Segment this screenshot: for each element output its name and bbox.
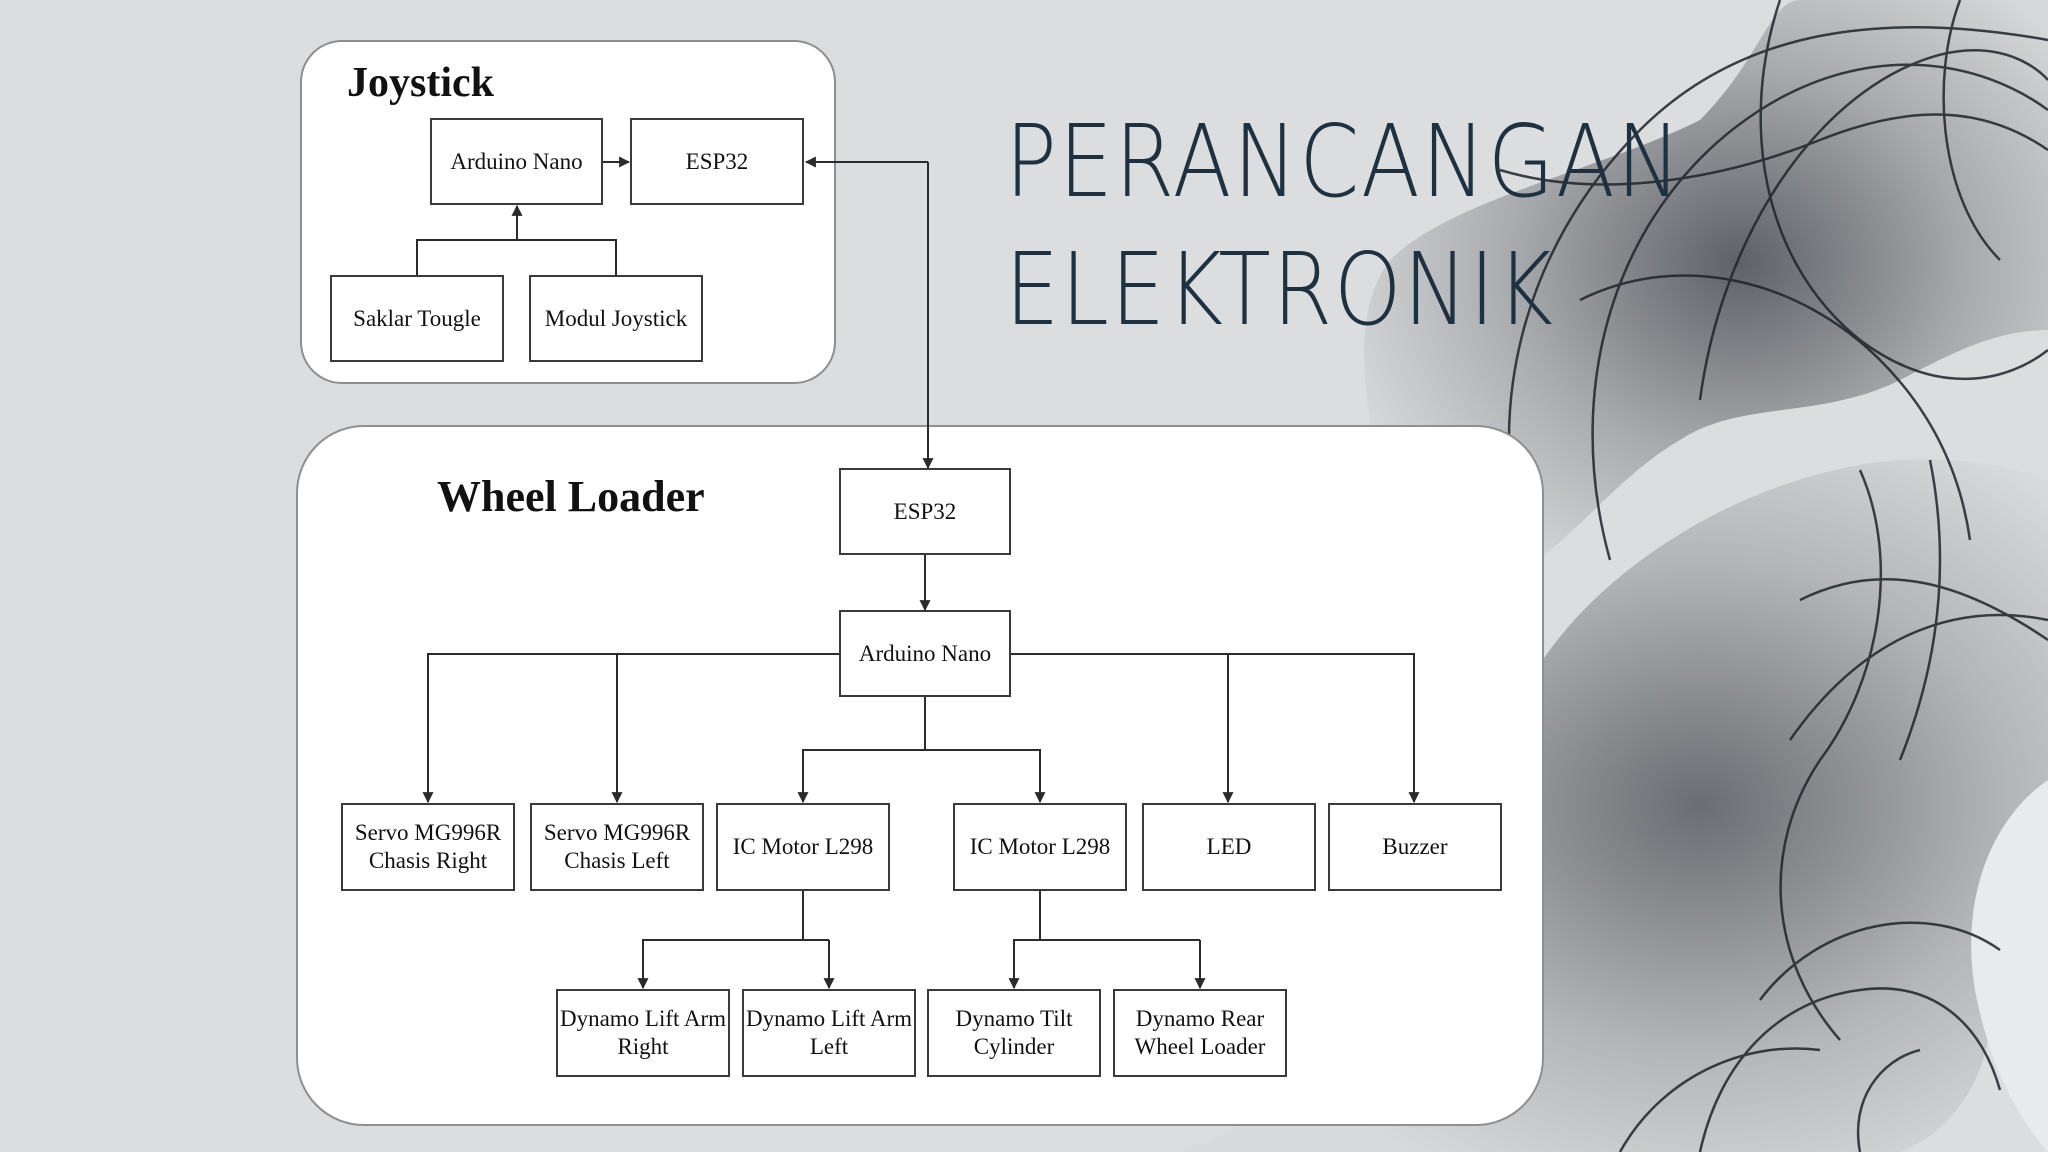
dynamo-tilt-cylinder-line-2: Cylinder (973, 1034, 1055, 1059)
modul-joystick-label: Modul Joystick (544, 305, 688, 331)
slide-title: PERANCANGAN ELEKTRONIK (1005, 98, 1683, 354)
grey-blob-top (1364, 0, 2048, 584)
dynamo-lift-arm-right-block: Dynamo Lift Arm Right (556, 989, 730, 1077)
modul-joystick-block: Modul Joystick (529, 275, 703, 362)
dynamo-rear-wheel-loader-line-1: Dynamo Rear (1135, 1006, 1265, 1031)
arrow-to-ic-motor-1 (797, 749, 1040, 804)
joystick-panel-title: Joystick (347, 60, 494, 106)
saklar-tougle-block: Saklar Tougle (330, 275, 504, 362)
buzzer-block: Buzzer (1328, 803, 1502, 891)
line-art-strokes (1499, 0, 2048, 1152)
led-label: LED (1206, 834, 1252, 859)
arrow-nano-to-led (1010, 653, 1420, 804)
ic-motor-l298-block-2: IC Motor L298 (953, 803, 1127, 891)
ic-motor-l298-block-1: IC Motor L298 (716, 803, 890, 891)
servo-chasis-right-line-1: Servo MG996R (354, 820, 502, 845)
dynamo-lift-arm-left-line-2: Left (809, 1034, 849, 1059)
dynamo-tilt-cylinder-block: Dynamo Tilt Cylinder (927, 989, 1101, 1077)
wheel-loader-panel-title: Wheel Loader (437, 472, 705, 521)
buzzer-label: Buzzer (1382, 834, 1448, 859)
grey-blob-bottom (1180, 459, 2048, 1152)
dynamo-rear-wheel-loader-block: Dynamo Rear Wheel Loader (1113, 989, 1287, 1077)
dynamo-lift-arm-left-line-1: Dynamo Lift Arm (745, 1006, 913, 1031)
arrow-nano-to-servo-right (422, 653, 840, 804)
servo-chasis-right-line-2: Chasis Right (368, 848, 488, 873)
joystick-arduino-nano-block: Arduino Nano (430, 118, 603, 205)
wheel-loader-arduino-nano-block: Arduino Nano (839, 610, 1011, 697)
saklar-tougle-label: Saklar Tougle (353, 305, 481, 331)
dynamo-rear-wheel-loader-line-2: Wheel Loader (1134, 1034, 1266, 1059)
dynamo-lift-arm-right-line-2: Right (617, 1034, 669, 1059)
ic-motor-l298-label-1: IC Motor L298 (732, 834, 874, 859)
white-arc (1971, 780, 2048, 1152)
servo-chasis-left-block: Servo MG996R Chasis Left (530, 803, 704, 891)
arrow-to-dynamo-lift-right (637, 939, 829, 990)
connector-inputs-bus (416, 239, 617, 275)
wheel-loader-esp32-block: ESP32 (839, 468, 1011, 555)
slide-title-line-1: PERANCANGAN (1005, 103, 1683, 220)
arrow-to-dynamo-tilt (1008, 939, 1200, 990)
joystick-arduino-nano-label: Arduino Nano (450, 148, 583, 174)
led-block: LED (1142, 803, 1316, 891)
dynamo-tilt-cylinder-line-1: Dynamo Tilt (955, 1006, 1073, 1031)
slide-title-line-2: ELEKTRONIK (1005, 231, 1555, 348)
servo-chasis-left-line-1: Servo MG996R (543, 820, 691, 845)
wheel-loader-arduino-nano-label: Arduino Nano (858, 640, 992, 666)
ic-motor-l298-label-2: IC Motor L298 (969, 834, 1111, 859)
wheel-loader-esp32-label: ESP32 (893, 498, 957, 524)
arrow-to-ic-motor-2 (925, 749, 1046, 804)
dynamo-lift-arm-left-block: Dynamo Lift Arm Left (742, 989, 916, 1077)
joystick-esp32-block: ESP32 (630, 118, 804, 205)
joystick-esp32-label: ESP32 (685, 148, 749, 174)
servo-chasis-right-block: Servo MG996R Chasis Right (341, 803, 515, 891)
dynamo-lift-arm-right-line-1: Dynamo Lift Arm (559, 1006, 727, 1031)
servo-chasis-left-line-2: Chasis Left (564, 848, 670, 873)
